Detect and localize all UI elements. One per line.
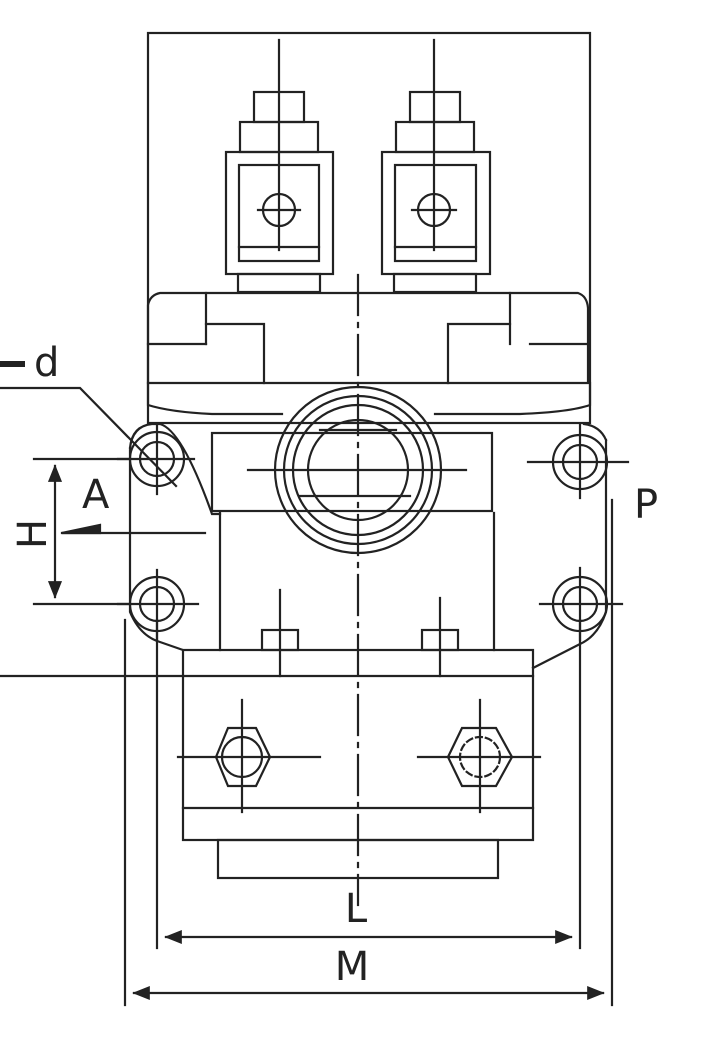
left-terminal [224,38,335,294]
label-m: M [335,944,370,990]
label-p: P [634,482,658,528]
label-h: H [10,519,56,549]
label-a: A [82,472,110,518]
top-housing [146,31,592,425]
right-terminal [380,38,492,294]
right-hex-fitting [416,698,542,814]
a-arrow [61,523,102,535]
left-hex-fitting [176,698,322,814]
label-d: d [34,340,59,386]
central-coupling [210,385,494,555]
body-band [146,291,592,416]
mount-flange-outline [128,422,608,670]
label-l: L [345,886,368,932]
d-leader-line [0,386,178,488]
mount-hole-top-right [526,423,630,500]
